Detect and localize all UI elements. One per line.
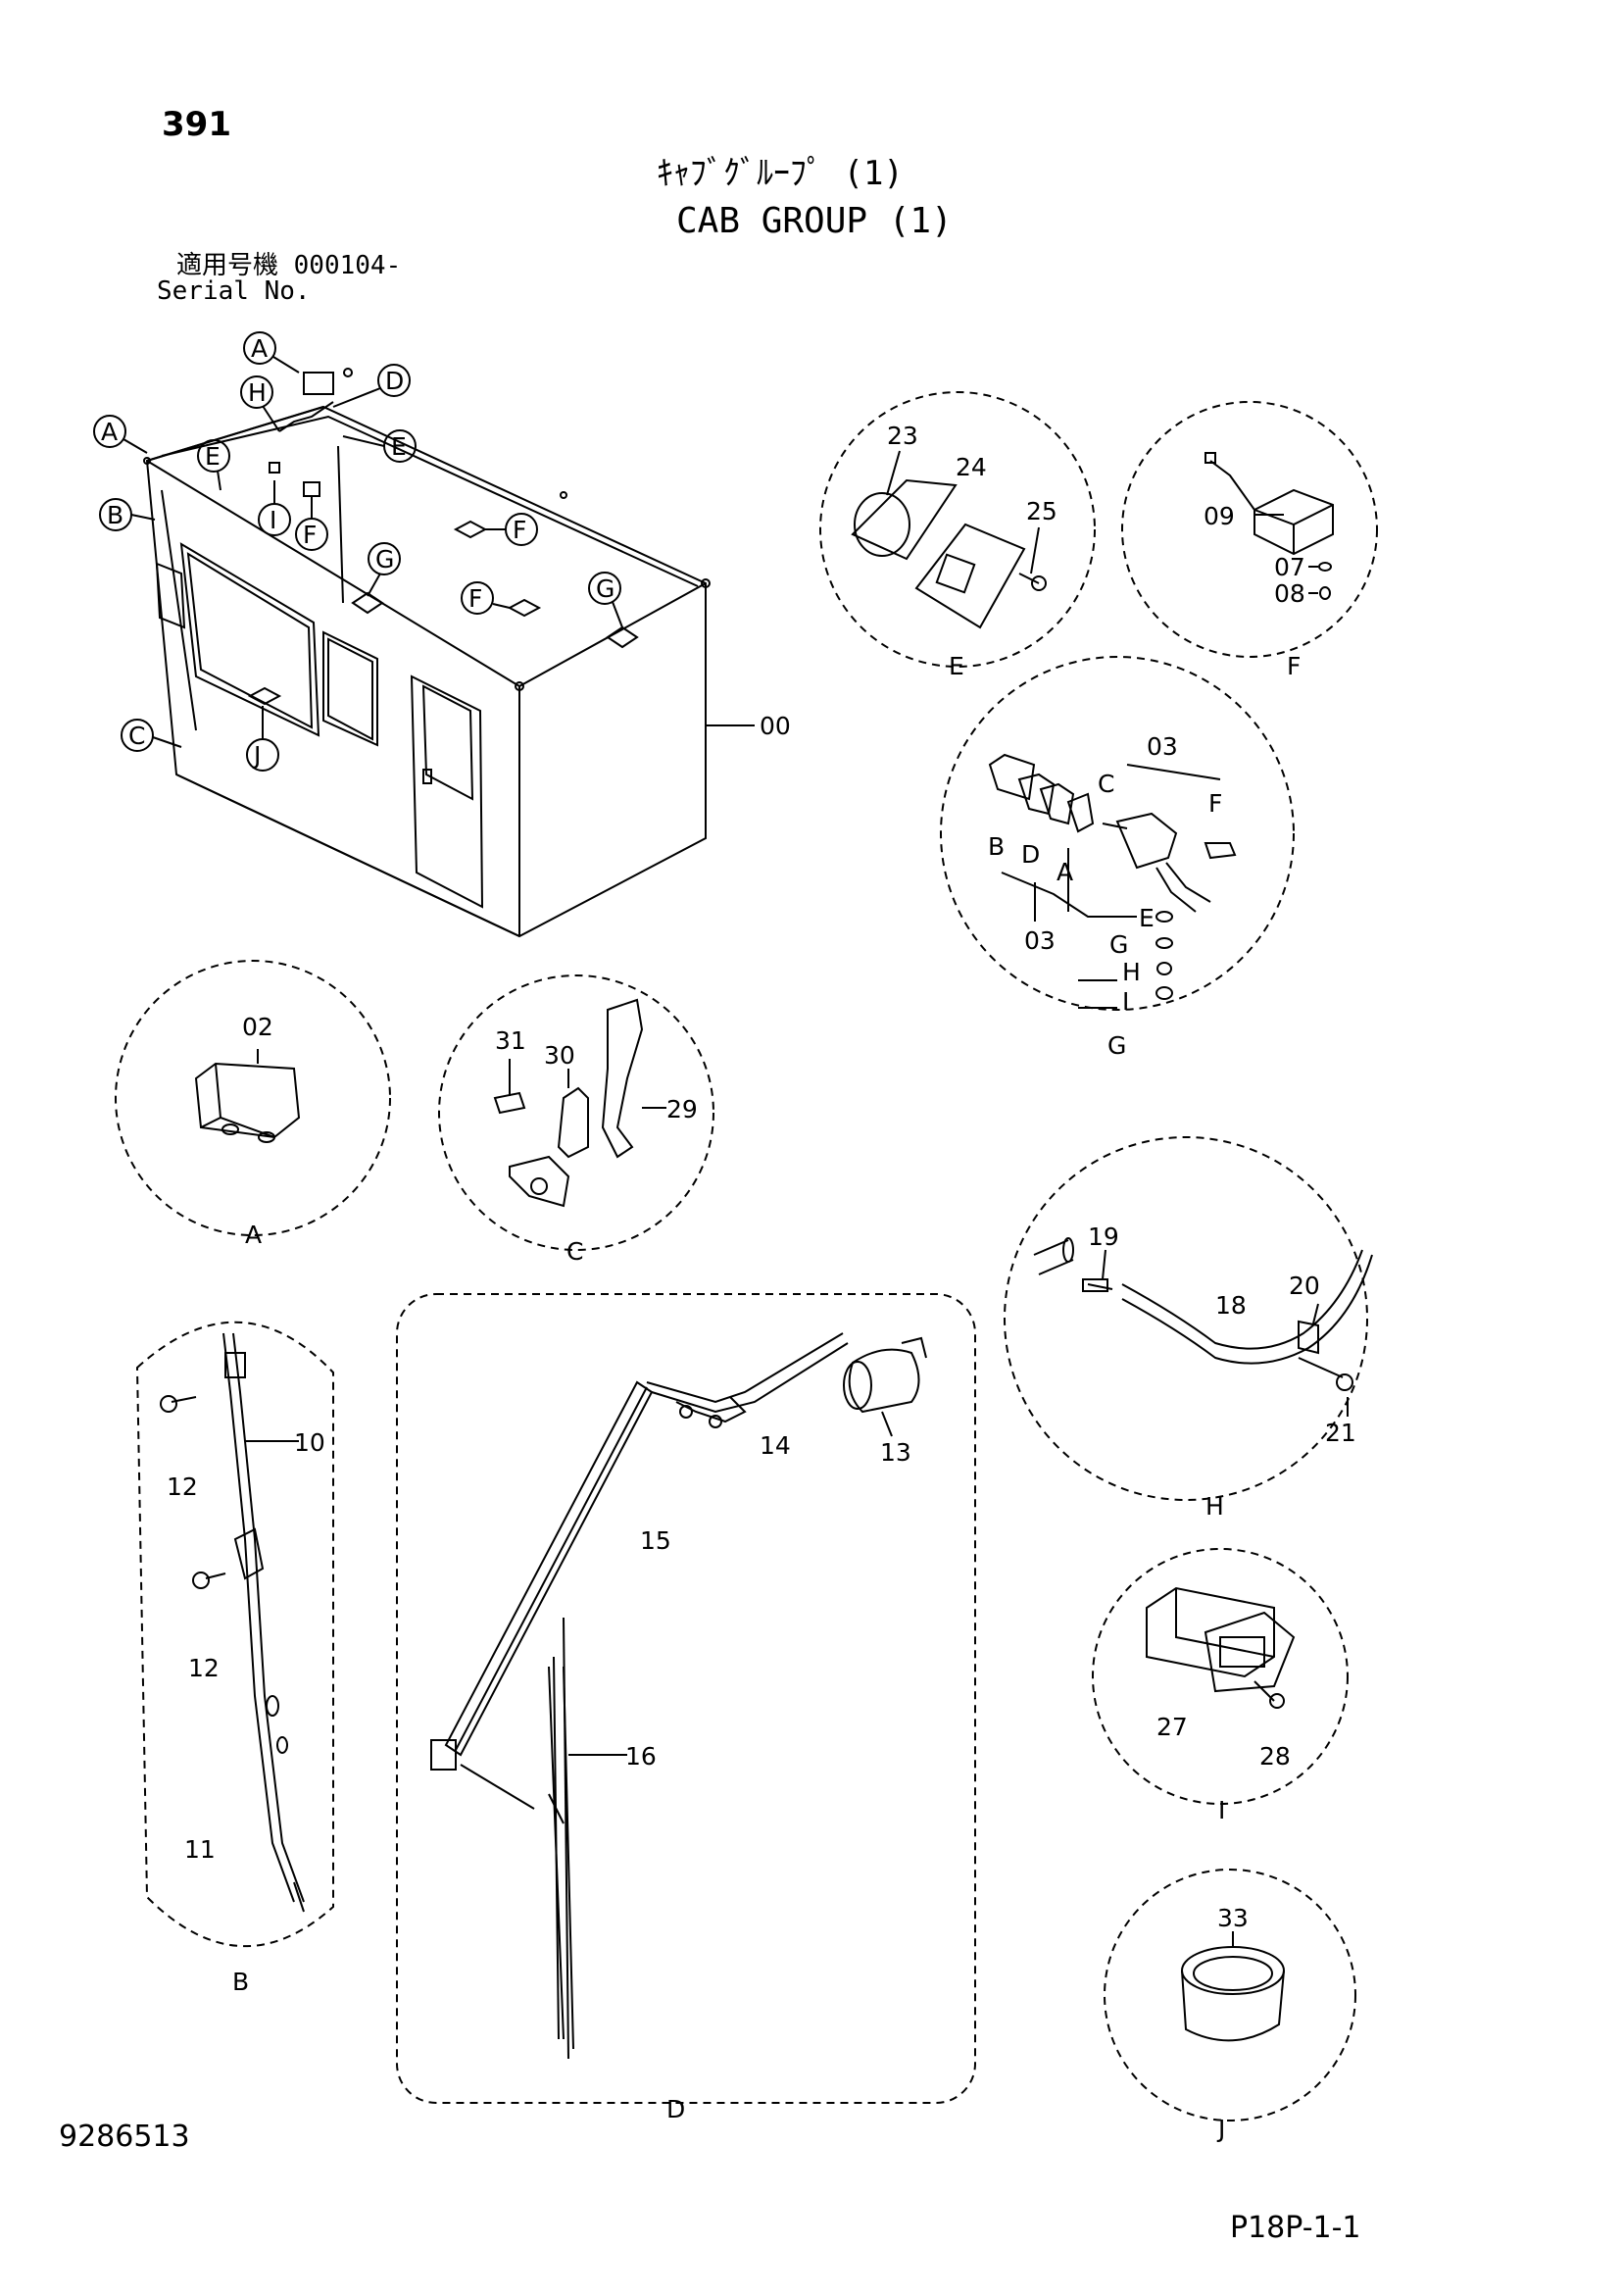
part-08: 08: [1274, 579, 1305, 608]
part-09: 09: [1204, 502, 1235, 530]
callout-b: B: [107, 501, 123, 529]
main-callouts: [93, 331, 755, 772]
part-33: 33: [1217, 1904, 1249, 1932]
part-30: 30: [544, 1041, 575, 1070]
part-03-bottom: 03: [1024, 926, 1056, 955]
detail-h: [1004, 1136, 1373, 1501]
detail-g-i: I: [1122, 987, 1129, 1016]
detail-label-j: J: [1216, 2115, 1225, 2143]
detail-i: [1092, 1548, 1349, 1805]
part-20: 20: [1289, 1272, 1320, 1300]
serial-label-japanese: 適用号機 000104-: [176, 251, 402, 280]
detail-label-e: E: [949, 652, 964, 680]
detail-c: [438, 974, 714, 1251]
detail-label-g: G: [1107, 1031, 1126, 1060]
serial-label-english: Serial No.: [157, 276, 311, 306]
callout-g-left: G: [375, 545, 394, 574]
detail-b: [135, 1321, 334, 1947]
page-code: P18P-1-1: [1230, 2211, 1361, 2245]
detail-g-a: A: [1057, 858, 1073, 886]
callout-j: J: [252, 741, 261, 770]
part-31: 31: [495, 1026, 526, 1055]
part-23: 23: [887, 422, 918, 450]
part-10: 10: [294, 1428, 325, 1457]
part-21: 21: [1325, 1419, 1356, 1447]
part-19: 19: [1088, 1223, 1119, 1251]
cab-assembly: [143, 368, 711, 938]
callout-g-right: G: [596, 574, 614, 603]
part-18: 18: [1215, 1291, 1247, 1320]
part-24: 24: [956, 453, 987, 481]
detail-label-c: C: [566, 1237, 583, 1266]
part-28: 28: [1259, 1742, 1291, 1771]
callout-f-lower: F: [468, 584, 482, 613]
callout-a-left: A: [101, 418, 118, 446]
main-callout-labels: A A H D E E B I F F G F G C J 00: [101, 334, 791, 770]
part-02: 02: [242, 1013, 273, 1041]
part-11: 11: [184, 1835, 216, 1864]
callout-i: I: [270, 506, 276, 534]
detail-g-d: D: [1021, 840, 1040, 869]
detail-label-h: H: [1205, 1492, 1224, 1521]
title-japanese: ｷｬﾌﾞｸﾞﾙｰﾌﾟ (1): [657, 154, 904, 193]
part-14: 14: [760, 1431, 791, 1460]
detail-g-h: H: [1122, 958, 1141, 986]
part-16: 16: [625, 1742, 657, 1771]
part-00: 00: [760, 712, 791, 740]
detail-label-a: A: [245, 1221, 262, 1249]
callout-c: C: [128, 722, 145, 750]
part-27: 27: [1156, 1713, 1188, 1741]
callout-h: H: [248, 378, 267, 407]
part-15: 15: [640, 1526, 671, 1555]
part-03-top: 03: [1147, 732, 1178, 761]
callout-e-left: E: [205, 442, 221, 471]
detail-f: [1121, 401, 1378, 658]
callout-d: D: [385, 367, 404, 395]
part-07: 07: [1274, 553, 1305, 581]
page-number: 391: [162, 105, 231, 144]
callout-a-top: A: [251, 334, 268, 363]
part-12-bottom: 12: [188, 1654, 220, 1682]
part-29: 29: [666, 1095, 698, 1123]
detail-g-f: F: [1208, 789, 1222, 818]
part-25: 25: [1026, 497, 1057, 525]
detail-j: [1104, 1869, 1356, 2121]
detail-g-b: B: [988, 832, 1005, 861]
detail-label-b: B: [232, 1968, 249, 1996]
title-english: CAB GROUP (1): [676, 201, 953, 241]
detail-d: [396, 1293, 976, 2104]
detail-label-d: D: [666, 2095, 685, 2123]
callout-f-left: F: [303, 521, 317, 549]
detail-g-e: E: [1139, 904, 1155, 932]
detail-e: [819, 391, 1096, 668]
part-13: 13: [880, 1438, 911, 1467]
detail-label-i: I: [1218, 1796, 1225, 1824]
document-number: 9286513: [59, 2120, 190, 2154]
detail-g: [940, 656, 1295, 1011]
detail-a: [115, 960, 391, 1236]
part-12-top: 12: [167, 1472, 198, 1501]
detail-g-c: C: [1098, 770, 1114, 798]
detail-label-f: F: [1287, 652, 1301, 680]
detail-g-g: G: [1109, 930, 1128, 959]
callout-f-right: F: [513, 516, 526, 544]
callout-e-right: E: [391, 432, 407, 461]
